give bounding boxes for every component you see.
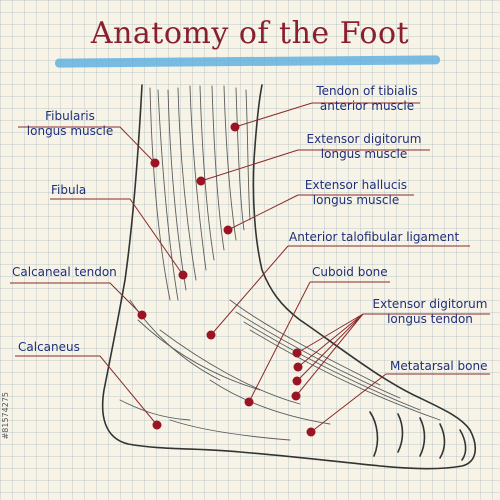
marker-fibularis: [150, 158, 160, 168]
label-fibularis-line1: Fibularis: [45, 109, 95, 123]
marker-cuboid: [244, 397, 254, 407]
foot-outline: [101, 84, 477, 470]
marker-calcaneal-tendon: [137, 310, 147, 320]
muscle-strands: [119, 85, 441, 441]
label-fibularis: Fibularis longus muscle: [20, 109, 120, 139]
label-metatarsal: Metatarsal bone: [390, 359, 488, 373]
label-tibialis-line2: anterior muscle: [319, 99, 415, 113]
label-ehl-muscle: Extensor hallucis longus muscle: [298, 178, 414, 208]
label-cuboid: Cuboid bone: [312, 265, 388, 279]
marker-dots: [137, 122, 316, 437]
label-calcaneal-tendon: Calcaneal tendon: [12, 265, 117, 279]
marker-metatarsal: [306, 427, 316, 437]
stock-watermark-id: #81574275: [1, 392, 10, 440]
page-title: Anatomy of the Foot: [90, 16, 410, 51]
label-atfl: Anterior talofibular ligament: [289, 230, 460, 244]
label-fibularis-line2: longus muscle: [26, 124, 114, 138]
marker-edl-tendon-2: [293, 362, 303, 372]
marker-calcaneus: [152, 420, 162, 430]
marker-edl-tendon-4: [291, 391, 301, 401]
label-edl-tendon: Extensor digitorum longus tendon: [370, 297, 490, 327]
marker-ehl-muscle: [223, 225, 233, 235]
marker-atfl: [206, 330, 216, 340]
label-edl-line1: Extensor digitorum: [306, 132, 422, 146]
label-edl-muscle: Extensor digitorum longus muscle: [298, 132, 430, 162]
marker-edl-tendon-3: [292, 376, 302, 386]
marker-tibialis-anterior: [230, 122, 240, 132]
label-edl-line2: longus muscle: [320, 147, 408, 161]
label-edl-tendon-line1: Extensor digitorum: [372, 297, 488, 311]
marker-edl-muscle: [196, 176, 206, 186]
label-ehl-line2: longus muscle: [312, 193, 400, 207]
label-fibula: Fibula: [51, 183, 87, 197]
marker-fibula: [178, 270, 188, 280]
label-edl-tendon-line2: longus tendon: [387, 312, 473, 326]
label-ehl-line1: Extensor hallucis: [304, 178, 408, 192]
label-calcaneus: Calcaneus: [18, 340, 80, 354]
leader-lines: [10, 102, 490, 433]
label-tibialis-anterior: Tendon of tibialis anterior muscle: [312, 84, 422, 114]
marker-edl-tendon-1: [292, 348, 302, 358]
label-tibialis-line1: Tendon of tibialis: [316, 84, 418, 98]
